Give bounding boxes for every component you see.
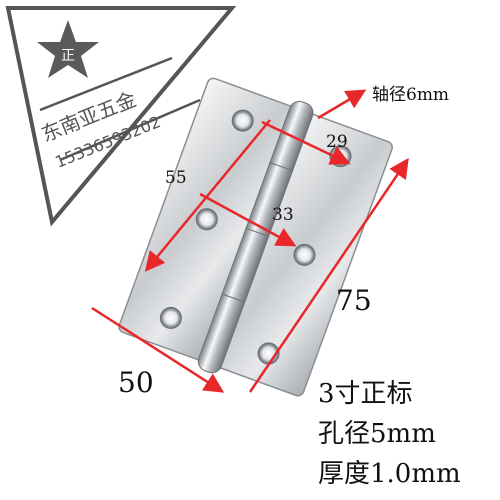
height-label: 75 bbox=[336, 284, 372, 317]
top-spacing-label: 29 bbox=[326, 132, 348, 152]
spec-hole-diameter: 孔径5mm bbox=[318, 419, 436, 449]
stamp-emblem-char: 正 bbox=[61, 48, 75, 64]
hinge bbox=[118, 77, 393, 397]
vertical-spacing-line bbox=[144, 119, 271, 272]
stamp-inner-line bbox=[39, 56, 201, 162]
spec-size: 3寸正标 bbox=[318, 379, 413, 409]
hinge-knuckle bbox=[197, 100, 314, 374]
mid-spacing-label: 33 bbox=[272, 205, 294, 225]
shaft-diameter-label: 轴径6mm bbox=[372, 85, 449, 105]
screw-hole bbox=[231, 109, 254, 132]
width-dimension-line bbox=[91, 306, 225, 393]
screw-hole bbox=[293, 243, 316, 266]
mid-spacing-line bbox=[199, 192, 297, 247]
height-dimension-line bbox=[248, 157, 409, 393]
vertical-spacing-label: 55 bbox=[165, 168, 187, 188]
shaft-arrow bbox=[317, 89, 367, 120]
dimension-lines bbox=[91, 89, 409, 393]
top-spacing-line bbox=[261, 120, 351, 165]
screw-hole bbox=[195, 208, 218, 231]
stamp-triangle-outline bbox=[5, 6, 237, 227]
screw-hole bbox=[257, 342, 280, 365]
spec-thickness: 厚度1.0mm bbox=[318, 459, 461, 489]
width-label: 50 bbox=[118, 366, 154, 399]
spec-block: 3寸正标 孔径5mm 厚度1.0mm bbox=[318, 379, 461, 489]
stamp-star-icon: 正 bbox=[37, 20, 99, 78]
screw-hole bbox=[159, 306, 182, 329]
